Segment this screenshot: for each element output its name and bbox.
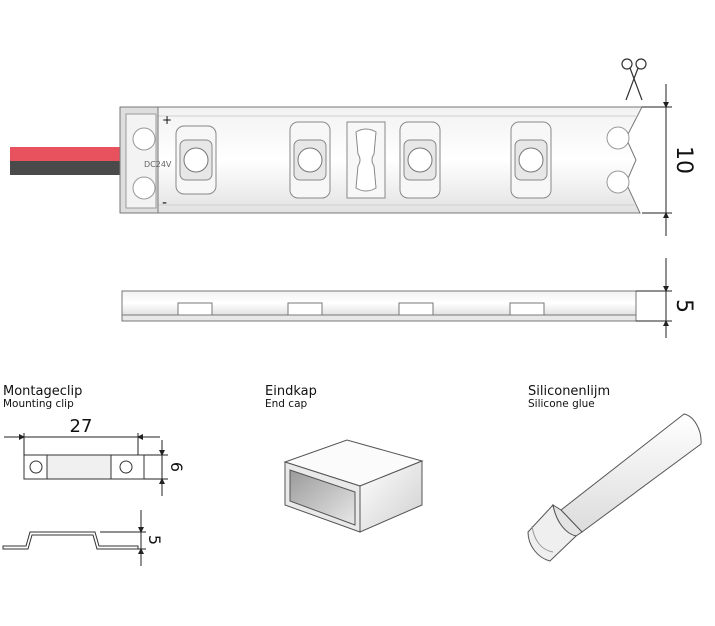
end-cap-subtitle: End cap [265, 398, 308, 410]
led-chip [399, 121, 441, 199]
strip-top-view: + - DC24V [10, 58, 647, 214]
resistor [346, 121, 386, 199]
clip-width-dimension [144, 440, 168, 496]
clip-height-value: 5 [145, 535, 164, 545]
led-chip [510, 121, 552, 199]
red-wire [10, 147, 122, 161]
solder-pad [132, 127, 156, 151]
cut-pad [606, 126, 630, 150]
end-cap-illustration [283, 439, 424, 533]
led-chip [175, 125, 217, 195]
led-profile [287, 302, 323, 316]
mounting-clip-subtitle: Mounting clip [3, 398, 74, 410]
led-profile [177, 302, 213, 316]
led-profile [509, 302, 545, 316]
black-wire [10, 161, 122, 175]
thickness-dimension [636, 258, 672, 338]
clip-length-value: 27 [70, 416, 93, 437]
clip-width-value: 6 [167, 462, 186, 472]
height-dimension [642, 84, 672, 236]
silicone-glue-subtitle: Silicone glue [528, 398, 595, 410]
clip-length-dimension [4, 433, 160, 455]
led-chip [289, 121, 331, 199]
clip-height-dimension [100, 510, 146, 566]
voltage-label: DC24V [144, 160, 172, 169]
mounting-clip-top [23, 454, 145, 480]
solder-pad [132, 176, 156, 200]
minus-label: - [162, 195, 167, 211]
silicone-tube-illustration [527, 413, 702, 562]
end-cap-title: Eindkap [265, 384, 317, 399]
plus-label: + [162, 113, 172, 127]
mounting-clip-title: Montageclip [3, 384, 83, 399]
scissors-icon [621, 58, 647, 101]
height-dim-value: 10 [671, 146, 696, 174]
led-profile [398, 302, 434, 316]
mounting-clip-side [2, 531, 139, 550]
thickness-dim-value: 5 [671, 299, 696, 313]
silicone-glue-title: Siliconenlijm [528, 384, 611, 399]
strip-side-view [121, 290, 637, 322]
cut-pad [606, 170, 630, 194]
